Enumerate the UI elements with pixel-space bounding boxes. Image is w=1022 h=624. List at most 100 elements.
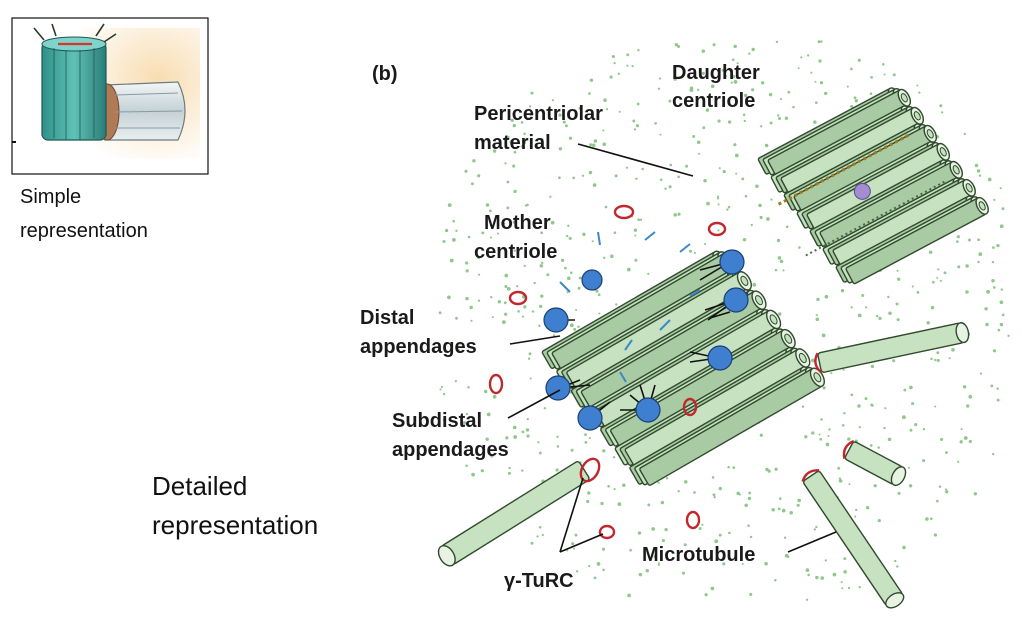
- pcm-dot: [976, 169, 981, 173]
- pcm-dot: [447, 295, 451, 300]
- pcm-dot: [909, 385, 913, 390]
- pcm-dot: [731, 74, 736, 79]
- pcm-dot: [546, 273, 550, 277]
- pcm-dot: [669, 163, 673, 167]
- pcm-dot: [774, 467, 778, 471]
- pcm-dot: [529, 377, 532, 380]
- pcm-dot: [727, 205, 731, 209]
- pcm-dot: [822, 386, 826, 390]
- pcm-dot: [540, 138, 544, 142]
- pcm-dot: [956, 235, 960, 239]
- pcm-dot: [858, 425, 861, 429]
- pcm-dot: [512, 164, 516, 168]
- pcm-dot: [578, 107, 582, 110]
- pcm-dot: [664, 187, 667, 190]
- pcm-dot: [1001, 207, 1005, 211]
- pcm-dot: [588, 92, 591, 95]
- pcm-dot: [668, 99, 672, 103]
- pcm-dot: [775, 40, 779, 44]
- pcm-dot: [752, 282, 757, 287]
- pcm-dot: [814, 101, 818, 105]
- pcm-dot: [902, 415, 906, 420]
- pcm-dot: [869, 92, 873, 95]
- pcm-dot: [963, 132, 966, 136]
- pcm-dot: [997, 328, 1001, 332]
- pcm-dot: [607, 484, 610, 488]
- pcm-dot: [727, 120, 732, 124]
- distal-appendage-ball: [543, 307, 569, 333]
- pcm-dot: [484, 389, 488, 394]
- pcm-dot: [693, 251, 697, 254]
- pcm-label-1: Pericentriolar: [474, 103, 603, 125]
- pcm-dot: [857, 58, 861, 62]
- pcm-dot: [521, 315, 525, 318]
- pcm-dot: [506, 206, 510, 210]
- pcm-dot: [512, 220, 516, 224]
- pcm-dot: [529, 113, 534, 117]
- pcm-dot: [968, 394, 973, 399]
- pcm-dot: [714, 539, 719, 544]
- pcm-dot: [749, 592, 753, 596]
- pcm-dot: [513, 435, 518, 439]
- pcm-dot: [945, 490, 949, 494]
- pcm-dot: [782, 269, 785, 272]
- detailed-caption-line2: representation: [152, 510, 318, 540]
- pcm-dot: [657, 481, 660, 484]
- microtubules: [437, 322, 970, 609]
- pcm-dot: [442, 392, 446, 396]
- pcm-dot: [467, 235, 471, 239]
- pcm-dot: [936, 351, 940, 355]
- pcm-dot: [771, 507, 775, 512]
- pcm-dot: [574, 533, 578, 537]
- pcm-dot: [978, 174, 982, 177]
- pcm-dot: [698, 526, 702, 531]
- pcm-dot: [465, 261, 469, 265]
- pcm-dot: [718, 486, 722, 491]
- pcm-dot: [721, 68, 725, 72]
- pcm-dot: [916, 84, 919, 87]
- pcm-dot: [701, 523, 704, 526]
- pcm-dot: [505, 436, 509, 440]
- pcm-dot: [683, 543, 687, 547]
- pcm-dot: [506, 135, 510, 140]
- pcm-dot: [681, 571, 686, 575]
- pcm-dot: [521, 430, 525, 434]
- pcm-dot: [577, 325, 580, 329]
- pcm-dot: [673, 213, 677, 217]
- pcm-dot: [538, 451, 542, 455]
- pcm-dot: [992, 286, 996, 289]
- pcm-dot: [717, 203, 720, 206]
- pcm-dot: [784, 116, 789, 120]
- pcm-dot: [854, 515, 857, 518]
- pcm-dot: [573, 327, 577, 331]
- pcm-dot: [692, 135, 696, 138]
- pcm-dot: [996, 398, 1000, 402]
- pcm-dot: [765, 467, 769, 472]
- pcm-dot: [550, 220, 555, 225]
- pcm-dot: [470, 319, 473, 322]
- pcm-dot: [864, 397, 868, 401]
- pcm-dot: [841, 423, 845, 427]
- pcm-dot: [551, 99, 555, 102]
- pcm-dot: [824, 91, 828, 96]
- pcm-dot: [724, 75, 728, 78]
- pcm-dot: [701, 71, 705, 76]
- pcm-dot: [602, 449, 606, 453]
- pcm-dot: [490, 296, 493, 299]
- pcm-dot: [722, 562, 726, 566]
- pcm-dot: [522, 141, 527, 145]
- pcm-dot: [492, 149, 497, 153]
- pcm-dot: [567, 276, 571, 281]
- subdistal-appendages-label-2: appendages: [392, 439, 509, 461]
- pcm-label-2: material: [474, 132, 551, 154]
- pcm-dot: [774, 268, 778, 272]
- pcm-dot: [603, 256, 606, 259]
- pcm-dot: [567, 224, 570, 227]
- pcm-dot: [810, 71, 813, 74]
- pcm-dot: [805, 598, 809, 601]
- pcm-dot: [846, 85, 849, 88]
- pcm-dot: [789, 510, 793, 515]
- pcm-dot: [618, 110, 621, 113]
- pcm-dot: [591, 143, 596, 148]
- pcm-dot: [1000, 288, 1004, 291]
